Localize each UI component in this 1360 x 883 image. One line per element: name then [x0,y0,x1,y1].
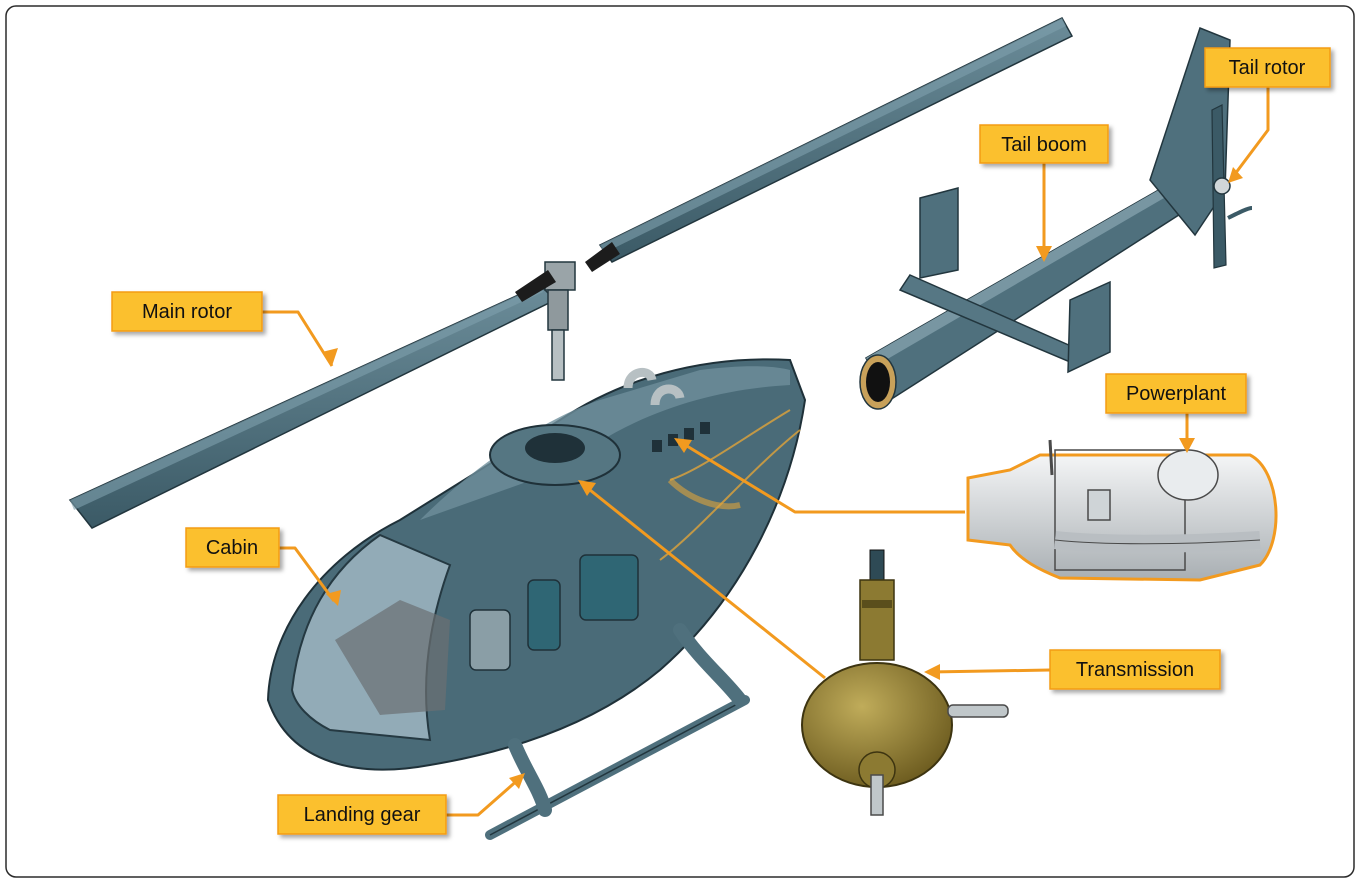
label-transmission: Transmission [1076,659,1194,681]
label-tail-rotor: Tail rotor [1229,57,1306,79]
callout-tail-boom: Tail boom [979,124,1109,164]
main-rotor-illustration [68,17,1074,529]
tail-boom-illustration [859,27,1231,410]
leader-powerplant-to-cabin [681,441,965,514]
label-landing-gear: Landing gear [304,804,421,826]
label-main-rotor: Main rotor [142,301,232,323]
leader-main-rotor [262,310,334,367]
leader-lines [262,87,1270,817]
leader-transmission [929,668,1051,674]
label-powerplant: Powerplant [1126,383,1227,405]
leader-tail-rotor [1230,87,1270,179]
callout-landing-gear: Landing gear [277,794,447,835]
leader-arrowheads [322,167,1243,789]
callout-cabin: Cabin [185,527,280,568]
label-tail-boom: Tail boom [1001,134,1087,156]
transmission-illustration [801,549,1009,816]
callout-main-rotor: Main rotor [111,291,263,332]
cabin-illustration [266,358,807,771]
callout-tail-rotor: Tail rotor [1204,47,1331,88]
landing-gear-illustration [485,623,750,840]
callout-powerplant: Powerplant [1105,373,1247,414]
leader-cabin [279,546,336,602]
callout-transmission: Transmission [1049,649,1221,690]
powerplant-illustration [966,439,1278,582]
label-cabin: Cabin [206,537,258,559]
leader-transmission-to-cabin [584,484,826,680]
leader-landing-gear [446,776,521,817]
tail-rotor-illustration [1211,104,1253,269]
